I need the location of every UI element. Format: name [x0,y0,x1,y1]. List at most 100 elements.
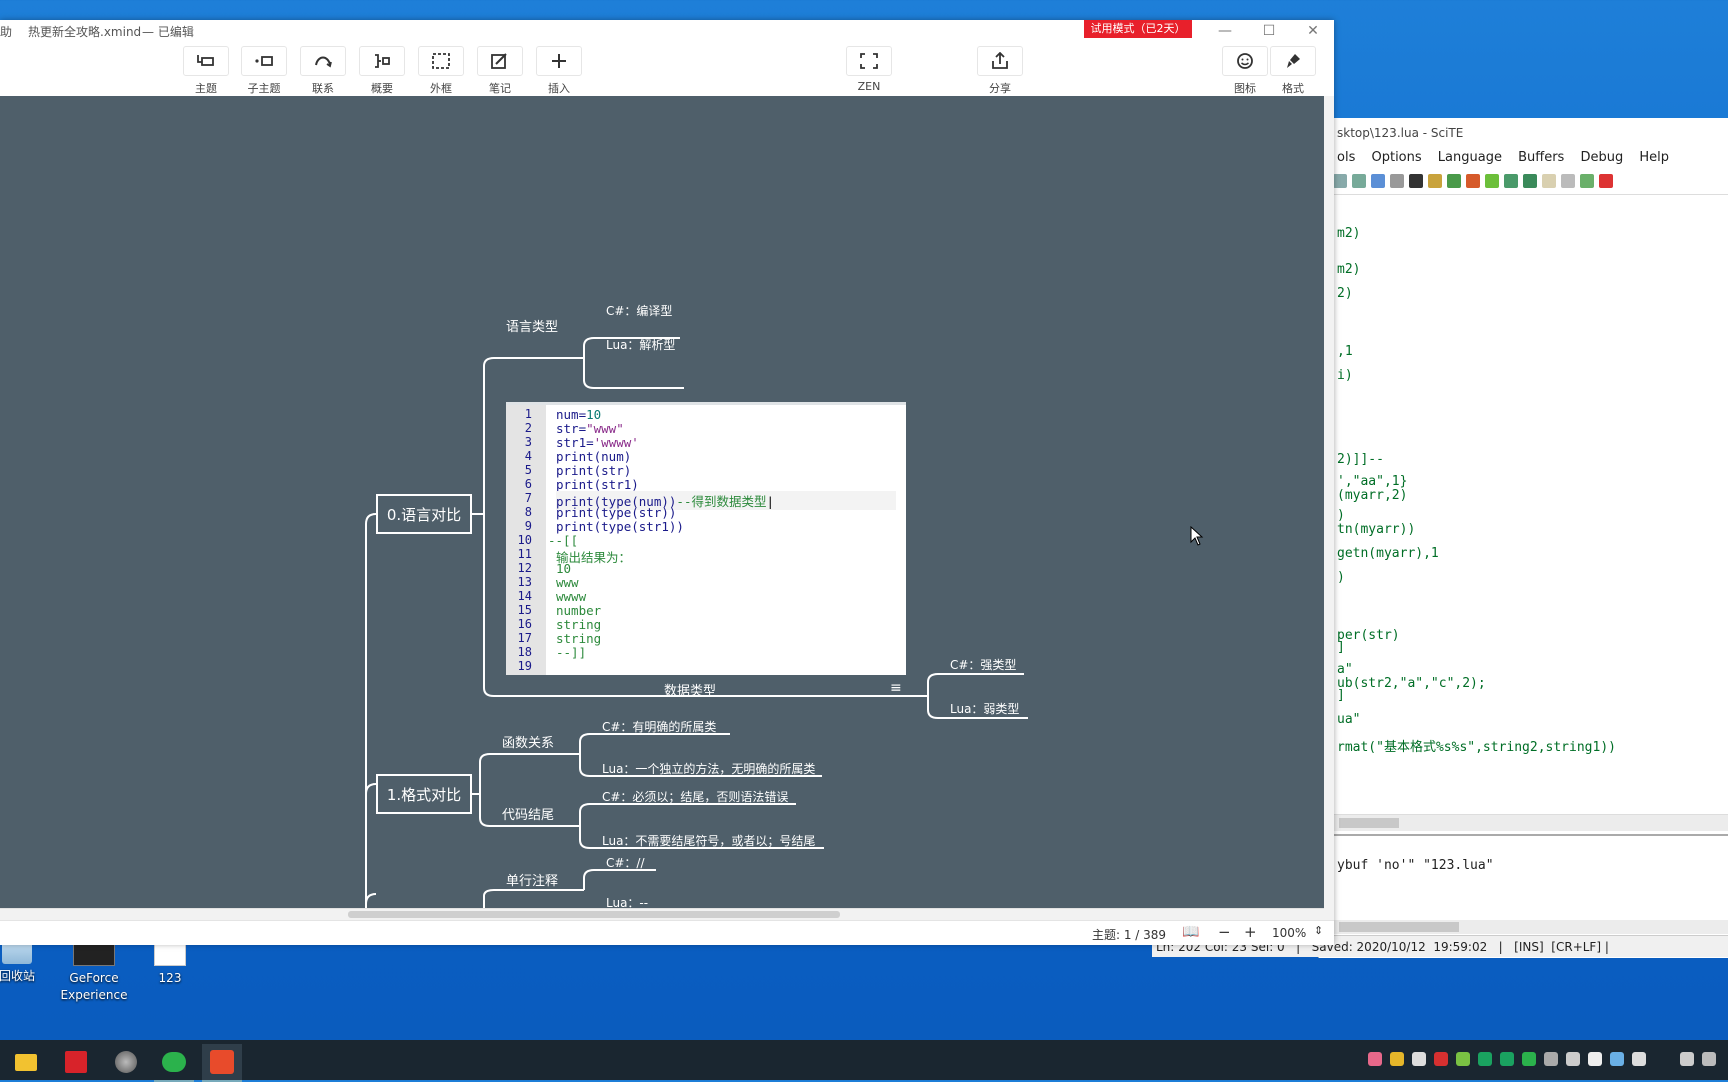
scite-output-pane[interactable]: ybuf 'no'" "123.lua" [1319,834,1728,936]
export-icon[interactable] [1580,174,1594,188]
zoom-in-button[interactable]: + [1244,923,1257,941]
taskbar [0,1040,1728,1082]
topic-button[interactable]: 主题 [181,46,231,96]
code-line: string [556,631,602,646]
topic-csharp-compiled[interactable]: C#：编译型 [606,304,673,318]
tray-icon[interactable] [1610,1052,1624,1066]
line-number: 6 [524,477,532,491]
scite-editor-hscroll[interactable] [1319,814,1728,831]
view-icon[interactable] [1542,174,1556,188]
topic-csharp-end[interactable]: C#：必须以；结尾，否则语法错误 [602,790,789,804]
replace-icon[interactable] [1352,174,1366,188]
tray-icon[interactable] [1500,1052,1514,1066]
scite-menu-buffers[interactable]: Buffers [1518,150,1565,165]
share-button[interactable]: 分享 [975,46,1025,96]
topic-lua-comment[interactable]: Lua：-- [606,896,649,908]
tray-icon[interactable] [1456,1052,1470,1066]
terminal-icon[interactable] [1409,174,1423,188]
menu-help[interactable]: 助 [0,25,13,39]
mindmap-connectors [365,337,1028,908]
relation-button[interactable]: 联系 [298,46,348,96]
taskbar-file-explorer[interactable] [6,1044,46,1080]
code-line: ,1 [1337,344,1353,359]
insert-button[interactable]: 插入 [534,46,584,96]
topic-lang-compare[interactable]: 0.语言对比 [376,494,472,534]
close-button[interactable]: ✕ [1298,20,1328,42]
compile-icon[interactable] [1428,174,1442,188]
go-icon[interactable] [1466,174,1480,188]
tray-icon[interactable] [1390,1052,1404,1066]
icon-panel-button[interactable]: 图标 [1220,46,1270,96]
desktop-icon-geforce[interactable]: GeForce Experience [56,936,132,1004]
summary-icon [375,54,390,68]
topic-lua-end[interactable]: Lua：不需要结尾符号，或者以；号结尾 [602,834,816,848]
topic-lua-interpreted[interactable]: Lua：解析型 [606,338,676,352]
topic-format-compare[interactable]: 1.格式对比 [376,774,472,814]
zen-button[interactable]: ZEN [844,46,894,93]
zoom-stepper-icon[interactable]: ⇕ [1314,924,1324,937]
trial-badge[interactable]: 试用模式（已2天） [1084,20,1192,38]
mic-icon[interactable] [1588,1052,1602,1066]
note-button[interactable]: 笔记 [475,46,525,96]
topic-func-relation[interactable]: 函数关系 [502,736,555,751]
topic-code-end[interactable]: 代码结尾 [502,808,555,823]
maximize-button[interactable]: ☐ [1254,20,1284,42]
tray-icon[interactable] [1478,1052,1492,1066]
build-icon[interactable] [1447,174,1461,188]
scite-menu-tools[interactable]: ols [1337,150,1356,165]
topic-csharp-comment[interactable]: C#：// [606,856,645,870]
topic-lua-weak[interactable]: Lua：弱类型 [950,702,1020,716]
step-icon[interactable] [1504,174,1518,188]
topic-code-image[interactable]: 1 2 3 4 5 6 7 8 9 10 11 12 13 14 15 16 1… [506,402,906,675]
taskbar-xmind[interactable] [202,1044,242,1082]
scite-menu-options[interactable]: Options [1371,150,1422,165]
zoom-out-button[interactable]: − [1218,923,1231,941]
zoom-level[interactable]: 100% [1272,926,1307,940]
next-icon[interactable] [1485,174,1499,188]
find-icon[interactable] [1333,174,1347,188]
taskbar-wechat[interactable] [154,1044,194,1082]
network-icon[interactable] [1632,1052,1646,1066]
record-icon[interactable] [1599,174,1613,188]
scite-menu-language[interactable]: Language [1437,150,1502,165]
note-icon-indicator[interactable]: ≡ [890,680,902,696]
tray-icon[interactable] [1566,1052,1580,1066]
outline-icon[interactable]: 📖 [1182,924,1200,940]
code-line: print(str1) [556,477,639,492]
tray-icon[interactable] [1434,1052,1448,1066]
topic-csharp-strong[interactable]: C#：强类型 [950,658,1017,672]
ime-icon[interactable] [1702,1052,1716,1066]
scite-menu-help[interactable]: Help [1639,150,1670,165]
topic-lang-type[interactable]: 语言类型 [506,320,559,335]
scite-menu-debug[interactable]: Debug [1580,150,1624,165]
boundary-button[interactable]: 外框 [416,46,466,96]
hscroll-thumb[interactable] [348,911,840,918]
minimize-button[interactable]: — [1210,20,1240,42]
topic-csharp-func[interactable]: C#：有明确的所属类 [602,720,717,734]
tray-icon[interactable] [1522,1052,1536,1066]
taskbar-youdao[interactable] [56,1044,96,1080]
topic-lua-func[interactable]: Lua：一个独立的方法，无明确的所属类 [602,762,816,776]
taskbar-app-sphere[interactable] [106,1044,146,1080]
calc-icon[interactable] [1561,174,1575,188]
tray-icon[interactable] [1412,1052,1426,1066]
format-panel-button[interactable]: 格式 [1268,46,1318,96]
volume-icon[interactable] [1680,1052,1694,1066]
topic-data-type[interactable]: 数据类型 [664,684,717,699]
tray-icon[interactable] [1544,1052,1558,1066]
scite-editor[interactable]: m2) m2) 2) ,1 i) 2)]]-- ',"aa",1} (myarr… [1319,216,1728,816]
mindmap-canvas[interactable]: 0.语言对比 语言类型 C#：编译型 Lua：解析型 1 2 3 4 5 6 7… [0,96,1324,908]
stop-icon[interactable] [1390,174,1404,188]
code-line: www [556,575,579,590]
tray-icon[interactable] [1368,1052,1382,1066]
smiley-icon [1237,53,1253,69]
redo-icon[interactable] [1523,174,1537,188]
run-icon[interactable] [1371,174,1385,188]
subtopic-button[interactable]: 子主题 [239,46,289,96]
scite-output-hscroll[interactable] [1319,920,1728,934]
summary-button[interactable]: 概要 [357,46,407,96]
folder-icon [15,1053,37,1071]
topic-line-comment[interactable]: 单行注释 [506,874,559,889]
canvas-vscroll[interactable] [1324,96,1334,920]
canvas-hscroll[interactable] [0,908,1324,921]
